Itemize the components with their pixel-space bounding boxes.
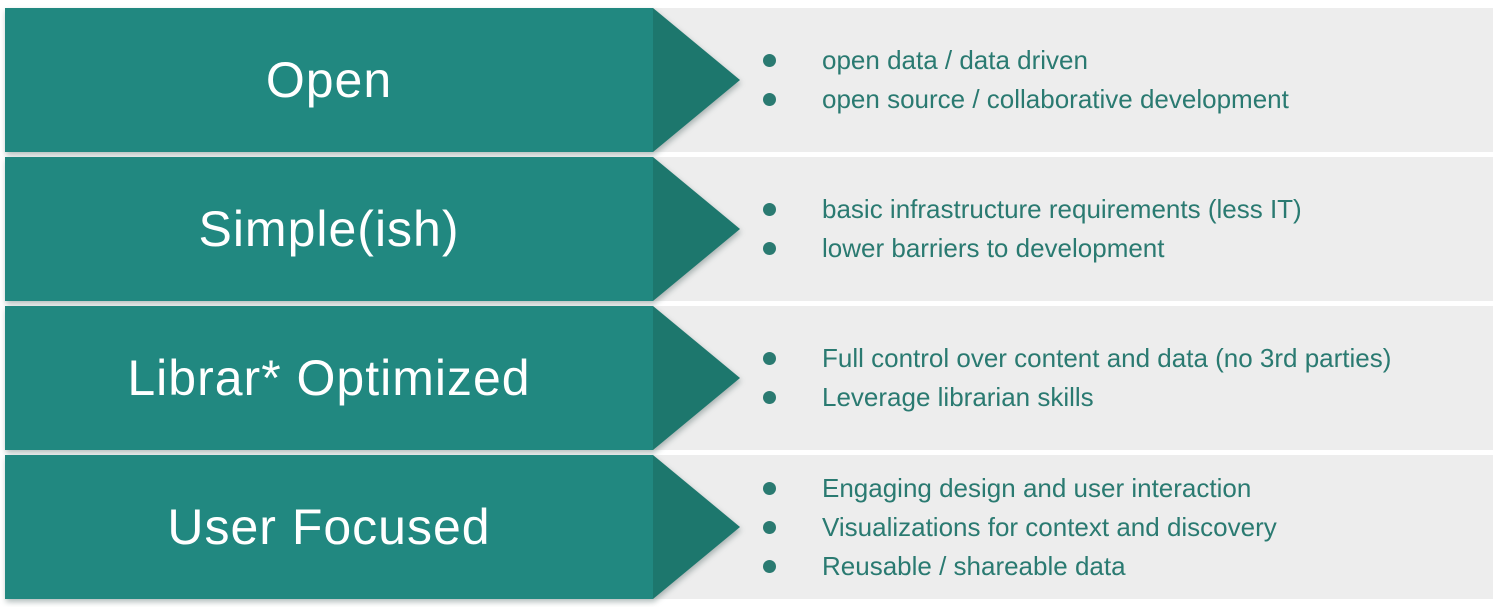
bullet-text: Full control over content and data (no 3… — [822, 343, 1392, 373]
bullet-text: lower barriers to development — [822, 233, 1165, 263]
bullet-list: basic infrastructure requirements (less … — [763, 157, 1493, 301]
arrow-shape: Open — [5, 8, 740, 152]
bullet-text: Reusable / shareable data — [822, 550, 1126, 581]
bullet-text: Engaging design and user interaction — [822, 472, 1252, 503]
feature-row-simple: Simple(ish) basic infrastructure require… — [5, 157, 1493, 301]
arrow-shape: Librar* Optimized — [5, 306, 740, 450]
bullet-dot-icon — [763, 54, 776, 67]
arrow-right-icon — [653, 455, 740, 599]
bullet-dot-icon — [763, 520, 776, 534]
bullet-item: open source / collaborative development — [763, 80, 1493, 119]
arrow-label: Librar* Optimized — [127, 350, 531, 406]
bullet-text: open data / data driven — [822, 45, 1088, 75]
arrow-shape: Simple(ish) — [5, 157, 740, 301]
bullet-item: lower barriers to development — [763, 229, 1493, 268]
bullet-item: Full control over content and data (no 3… — [763, 339, 1493, 378]
arrow-right-icon — [653, 157, 740, 301]
bullet-dot-icon — [763, 352, 776, 365]
arrow-label: Simple(ish) — [198, 201, 460, 257]
arrow-body: Open — [5, 8, 653, 152]
bullet-dot-icon — [763, 93, 776, 106]
bullet-list: Full control over content and data (no 3… — [763, 306, 1493, 450]
bullet-item: basic infrastructure requirements (less … — [763, 190, 1493, 229]
arrow-body: User Focused — [5, 455, 653, 599]
bullet-text: open source / collaborative development — [822, 84, 1289, 114]
feature-row-user-focused: User Focused Engaging design and user in… — [5, 455, 1493, 599]
arrow-right-icon — [653, 306, 740, 450]
bullet-item: Leverage librarian skills — [763, 378, 1493, 417]
bullet-item: Engaging design and user interaction — [763, 469, 1493, 508]
bullet-text: Visualizations for context and discovery — [822, 511, 1277, 542]
bullet-list: Engaging design and user interaction Vis… — [763, 455, 1493, 599]
feature-row-librar-optimized: Librar* Optimized Full control over cont… — [5, 306, 1493, 450]
arrow-label: Open — [265, 52, 393, 108]
bullet-dot-icon — [763, 559, 776, 573]
bullet-dot-icon — [763, 481, 776, 495]
bullet-list: open data / data driven open source / co… — [763, 8, 1493, 152]
arrow-right-icon — [653, 8, 740, 152]
arrow-shape: User Focused — [5, 455, 740, 599]
arrow-label: User Focused — [167, 499, 491, 555]
feature-row-open: Open open data / data driven open source… — [5, 8, 1493, 152]
bullet-dot-icon — [763, 242, 776, 255]
arrow-body: Simple(ish) — [5, 157, 653, 301]
bullet-dot-icon — [763, 203, 776, 216]
bullet-item: Reusable / shareable data — [763, 547, 1493, 586]
bullet-text: basic infrastructure requirements (less … — [822, 194, 1302, 224]
bullet-item: open data / data driven — [763, 41, 1493, 80]
bullet-item: Visualizations for context and discovery — [763, 508, 1493, 547]
bullet-dot-icon — [763, 391, 776, 404]
arrow-body: Librar* Optimized — [5, 306, 653, 450]
bullet-text: Leverage librarian skills — [822, 382, 1094, 412]
